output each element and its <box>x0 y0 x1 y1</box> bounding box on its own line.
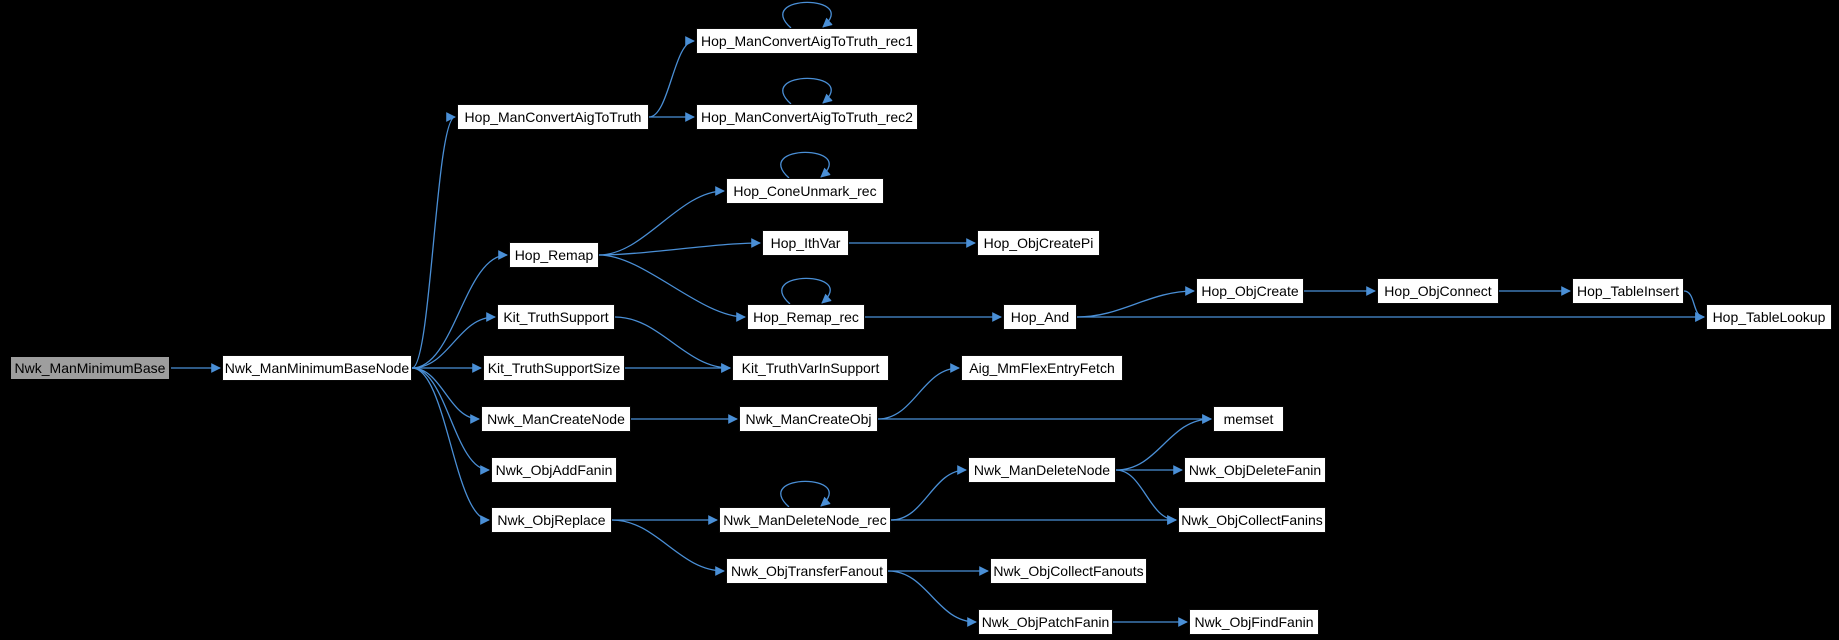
graph-node-memset[interactable]: memset <box>1213 406 1284 432</box>
graph-node-Nwk_ObjFindFanin[interactable]: Nwk_ObjFindFanin <box>1189 609 1319 635</box>
graph-node-Hop_TableLookup[interactable]: Hop_TableLookup <box>1706 304 1832 330</box>
self-loop-Nwk_ManDeleteNode_rec <box>780 480 831 508</box>
self-loop-Hop_ManConvertAigToTruth_rec1 <box>782 1 833 29</box>
edge-Hop_Remap-to-Hop_ConeUnmark_rec <box>598 186 725 256</box>
graph-node-Hop_IthVar[interactable]: Hop_IthVar <box>762 230 849 256</box>
graph-node-Nwk_ObjPatchFanin[interactable]: Nwk_ObjPatchFanin <box>978 609 1113 635</box>
graph-node-Hop_ManConvertAigToTruth_rec1[interactable]: Hop_ManConvertAigToTruth_rec1 <box>696 28 918 54</box>
edge-Nwk_ManMinimumBaseNode-to-Nwk_ObjAddFanin <box>411 367 490 475</box>
edge-Nwk_ObjReplace-to-Nwk_ObjTransferFanout <box>611 519 725 576</box>
edge-Hop_ManConvertAigToTruth-to-Hop_ManConvertAigToTruth_rec1 <box>648 36 695 118</box>
graph-node-Nwk_ManCreateNode[interactable]: Nwk_ManCreateNode <box>481 406 631 432</box>
edge-Nwk_ManCreateObj-to-Aig_MmFlexEntryFetch <box>877 363 960 420</box>
edge-Nwk_ManMinimumBaseNode-to-Kit_TruthSupport <box>411 312 496 369</box>
graph-node-Hop_ObjCreate[interactable]: Hop_ObjCreate <box>1196 278 1304 304</box>
graph-node-Kit_TruthSupportSize[interactable]: Kit_TruthSupportSize <box>483 355 625 381</box>
edge-Kit_TruthSupport-to-Kit_TruthVarInSupport <box>614 316 731 373</box>
graph-node-Hop_ManConvertAigToTruth_rec2[interactable]: Hop_ManConvertAigToTruth_rec2 <box>696 104 918 130</box>
edge-Hop_Remap-to-Hop_Remap_rec <box>598 254 746 322</box>
edge-Hop_Remap-to-Hop_IthVar <box>598 238 761 256</box>
edge-Nwk_ObjTransferFanout-to-Nwk_ObjPatchFanin <box>887 570 977 627</box>
graph-node-Hop_Remap[interactable]: Hop_Remap <box>509 242 599 268</box>
graph-node-Hop_ManConvertAigToTruth[interactable]: Hop_ManConvertAigToTruth <box>457 104 649 130</box>
graph-node-Nwk_ManDeleteNode[interactable]: Nwk_ManDeleteNode <box>968 457 1116 483</box>
graph-node-Nwk_ObjDeleteFanin[interactable]: Nwk_ObjDeleteFanin <box>1184 457 1326 483</box>
graph-node-Nwk_ObjReplace[interactable]: Nwk_ObjReplace <box>491 507 612 533</box>
graph-node-Hop_ObjCreatePi[interactable]: Hop_ObjCreatePi <box>977 230 1100 256</box>
self-loop-Hop_ConeUnmark_rec <box>780 151 831 179</box>
graph-node-Hop_TableInsert[interactable]: Hop_TableInsert <box>1572 278 1684 304</box>
edge-Nwk_ManMinimumBaseNode-to-Nwk_ObjReplace <box>411 367 490 525</box>
graph-node-Nwk_ManMinimumBaseNode[interactable]: Nwk_ManMinimumBaseNode <box>222 355 412 381</box>
graph-node-Nwk_ObjAddFanin[interactable]: Nwk_ObjAddFanin <box>491 457 617 483</box>
graph-node-Kit_TruthSupport[interactable]: Kit_TruthSupport <box>497 304 615 330</box>
graph-node-Nwk_ObjCollectFanins[interactable]: Nwk_ObjCollectFanins <box>1178 507 1326 533</box>
graph-node-Nwk_ObjCollectFanouts[interactable]: Nwk_ObjCollectFanouts <box>990 558 1147 584</box>
edge-Nwk_ManDeleteNode-to-memset <box>1115 414 1212 471</box>
graph-node-Nwk_ManMinimumBase: Nwk_ManMinimumBase <box>9 355 171 381</box>
graph-node-Hop_Remap_rec[interactable]: Hop_Remap_rec <box>747 304 865 330</box>
graph-node-Kit_TruthVarInSupport[interactable]: Kit_TruthVarInSupport <box>732 355 889 381</box>
edge-Nwk_ManMinimumBaseNode-to-Hop_Remap <box>411 250 508 369</box>
graph-node-Hop_ObjConnect[interactable]: Hop_ObjConnect <box>1377 278 1499 304</box>
edge-Nwk_ManDeleteNode-to-Nwk_ObjCollectFanins <box>1115 469 1177 525</box>
graph-node-Nwk_ObjTransferFanout[interactable]: Nwk_ObjTransferFanout <box>726 558 888 584</box>
edge-Hop_TableInsert-to-Hop_TableLookup <box>1683 290 1705 322</box>
graph-node-Aig_MmFlexEntryFetch[interactable]: Aig_MmFlexEntryFetch <box>961 355 1123 381</box>
edge-Nwk_ManMinimumBaseNode-to-Hop_ManConvertAigToTruth <box>411 112 456 369</box>
self-loop-Hop_Remap_rec <box>781 277 832 305</box>
self-loop-Hop_ManConvertAigToTruth_rec2 <box>782 77 833 105</box>
graph-node-Nwk_ManDeleteNode_rec[interactable]: Nwk_ManDeleteNode_rec <box>719 507 891 533</box>
graph-node-Nwk_ManCreateObj[interactable]: Nwk_ManCreateObj <box>739 406 878 432</box>
edge-Hop_And-to-Hop_ObjCreate <box>1076 286 1195 318</box>
edge-Nwk_ManDeleteNode_rec-to-Nwk_ManDeleteNode <box>890 465 967 521</box>
graph-node-Hop_And[interactable]: Hop_And <box>1003 304 1077 330</box>
graph-node-Hop_ConeUnmark_rec[interactable]: Hop_ConeUnmark_rec <box>726 178 884 204</box>
